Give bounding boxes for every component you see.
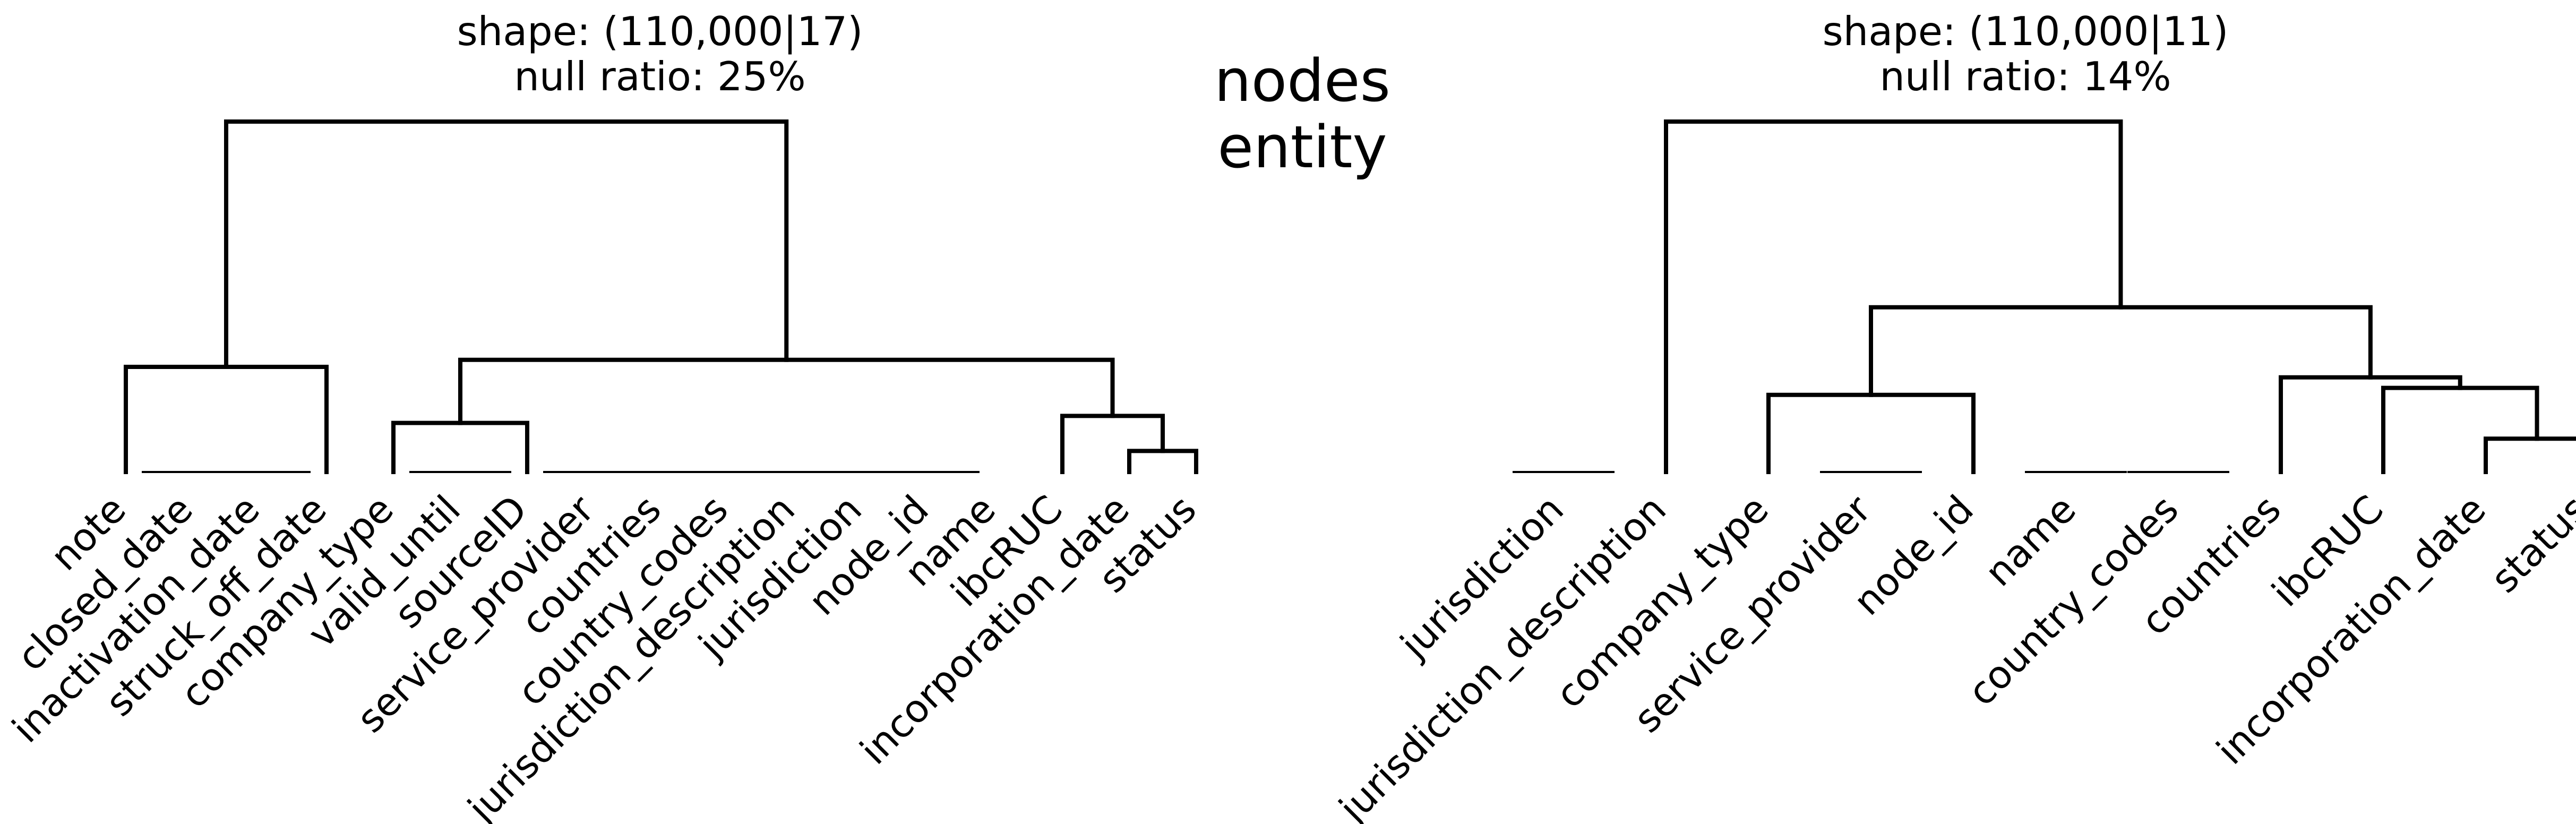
left-dendrogram-leaf-labels: noteclosed_dateinactivation_datestruck_o… — [4, 486, 1205, 824]
dendrogram-link — [1127, 449, 1198, 474]
figure-title-line-1: nodes — [1214, 47, 1390, 115]
leaf-label: status — [2482, 487, 2576, 602]
dendrogram-link — [391, 420, 529, 474]
figure-title: nodes entity — [1214, 47, 1390, 181]
dendrogram-link — [1869, 305, 2373, 397]
dendrogram-link — [458, 357, 1115, 425]
right-dendrogram-leaf-labels: jurisdictionjurisdiction_descriptioncomp… — [1330, 486, 2576, 824]
left-panel: shape: (110,000|17) null ratio: 25% note… — [4, 8, 1205, 824]
right-panel-subtitle-null-ratio: null ratio: 14% — [1879, 53, 2171, 100]
left-panel-subtitle-shape: shape: (110,000|17) — [457, 8, 863, 55]
right-panel: shape: (110,000|11) null ratio: 14% juri… — [1330, 8, 2576, 824]
figure-title-line-2: entity — [1217, 113, 1387, 181]
dendrogram-link — [2484, 436, 2576, 474]
left-panel-subtitle-null-ratio: null ratio: 25% — [514, 53, 805, 100]
left-dendrogram-links — [124, 119, 1198, 474]
dendrogram-link — [224, 119, 789, 369]
dendrogram-link — [1766, 392, 1976, 474]
dendrogram-link — [2381, 385, 2539, 474]
right-dendrogram-links — [1513, 119, 2576, 474]
dendrogram-link — [1664, 119, 2123, 474]
dendrogram-link — [124, 365, 329, 474]
dendrogram-link — [2279, 375, 2462, 474]
right-panel-subtitle-shape: shape: (110,000|11) — [1823, 8, 2229, 55]
dendrogram-link — [1060, 414, 1165, 474]
